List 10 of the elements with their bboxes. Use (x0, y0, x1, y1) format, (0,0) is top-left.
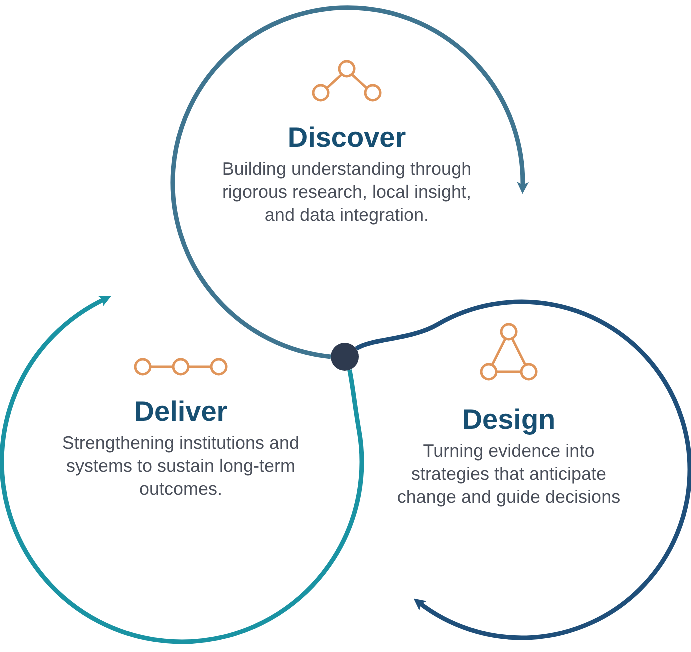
stage-title: Deliver (134, 396, 228, 428)
stage-title: Discover (288, 122, 406, 154)
stage-description: Building understanding through rigorous research, local insight, and data integration. (222, 158, 472, 227)
arrow (0, 296, 364, 644)
stage-description: Turning evidence into strategies that anticipate change and guide decisions (396, 440, 622, 509)
hub-dot (331, 343, 359, 371)
arrow (171, 6, 529, 360)
arrow (356, 300, 691, 640)
stage-title: Design (462, 404, 556, 436)
stage-description: Strengthening institutions and systems to sustain long-term outcomes. (61, 432, 301, 501)
